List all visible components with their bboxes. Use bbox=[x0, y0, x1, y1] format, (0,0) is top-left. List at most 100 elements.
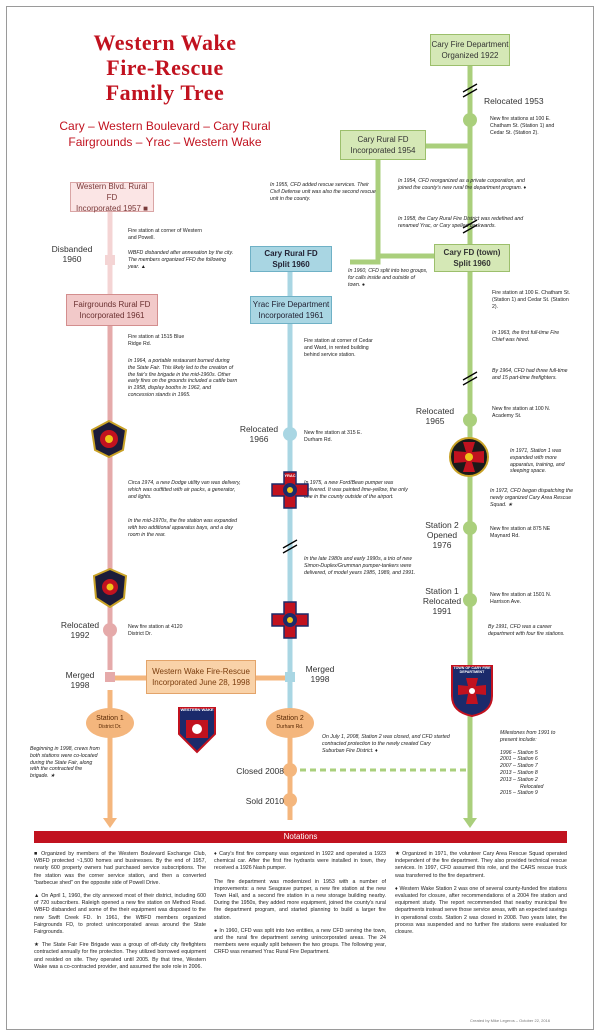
label-merged-left: Merged 1998 bbox=[65, 670, 95, 690]
square-disbanded-1960 bbox=[105, 255, 115, 265]
box-cary-fd-1922: Cary Fire Department Organized 1922 bbox=[430, 34, 510, 66]
yrac-badge-icon bbox=[271, 471, 309, 509]
page-title: Western Wake Fire-Rescue Family Tree bbox=[30, 30, 300, 105]
note-wbfd-disbanded: WBFD disbanded after annexation by the c… bbox=[128, 250, 234, 270]
box-cary-town-split-line1: Cary FD (town) bbox=[443, 248, 501, 257]
note-1998-colocated: Beginning in 1998, crews from both stati… bbox=[30, 746, 100, 780]
page-frame bbox=[6, 6, 594, 1030]
arrow-station1 bbox=[103, 818, 117, 828]
dot-relocated-1965 bbox=[463, 413, 477, 427]
label-relocated-1966: Relocated 1966 bbox=[239, 424, 279, 444]
note-1975-pumper: In 1975, a new Ford/Bean pumper was deli… bbox=[304, 480, 408, 500]
box-fairgrounds-1961: Fairgrounds Rural FD Incorporated 1961 bbox=[66, 294, 158, 326]
label-merged-right: Merged 1998 bbox=[305, 664, 335, 684]
note-1964-fair: In 1964, a portable restaurant burned du… bbox=[128, 358, 238, 398]
dot-relocated-1953 bbox=[463, 113, 477, 127]
label-disbanded-1960: Disbanded 1960 bbox=[51, 244, 93, 264]
label-relocated-1965: Relocated 1965 bbox=[415, 406, 455, 426]
box-cary-rural-1954-line2: Incorporated 1954 bbox=[350, 146, 416, 155]
notation-paragraph: ♦ Western Wake Station 2 was one of seve… bbox=[395, 885, 567, 936]
town-of-cary-badge-icon bbox=[451, 665, 493, 718]
notation-paragraph: ★ The State Fair Fire Brigade was a grou… bbox=[34, 942, 206, 970]
note-1980s-pumpers: In the late 1980s and early 1990s, a tri… bbox=[304, 556, 416, 576]
subtitle-line-1: Cary – Western Boulevard – Cary Rural bbox=[59, 119, 271, 133]
note-1991-station: New fire station at 1501 N. Harrison Ave… bbox=[490, 592, 552, 605]
note-2008-closed: On July 1, 2008, Station 2 was closed, a… bbox=[322, 734, 450, 754]
western-wake-badge-icon bbox=[178, 707, 216, 754]
note-1953-stations: New fire stations at 100 E. Chatham St. … bbox=[490, 116, 555, 136]
label-station2-opened-1976: Station 2 Opened 1976 bbox=[425, 520, 459, 550]
credit-line: Created by Mike Legeros – October 22, 20… bbox=[470, 1018, 551, 1023]
box-cary-rural-split-line2: Split 1960 bbox=[272, 260, 310, 269]
note-1966-station: New fire station at 315 E. Durham Rd. bbox=[304, 430, 362, 443]
box-cary-fd-line2: Organized 1922 bbox=[441, 51, 499, 60]
box-cary-rural-1954-line1: Cary Rural FD bbox=[357, 135, 409, 144]
dot-station2-1976 bbox=[463, 521, 477, 535]
milestone-item: 1996 – Station 5 bbox=[500, 749, 538, 756]
milestone-item: 2015 – Station 9 bbox=[500, 790, 538, 797]
note-1976-station: New fire station at 875 NE Maynard Rd. bbox=[490, 526, 551, 539]
station2-road: Durham Rd. bbox=[276, 724, 304, 730]
notations-column-2: ♦ Cary's first fire company was organize… bbox=[214, 851, 386, 963]
box-fairgrounds-line1: Fairgrounds Rural FD bbox=[73, 300, 151, 309]
box-cary-rural-split: Cary Rural FD Split 1960 bbox=[250, 246, 332, 272]
milestones-title: Milestones from 1991 to present include: bbox=[500, 730, 556, 743]
note-1963-chief: In 1963, the first full-time Fire Chief … bbox=[492, 330, 560, 343]
notation-paragraph: ♦ Cary's first fire company was organize… bbox=[214, 851, 386, 872]
label-relocated-1953: Relocated 1953 bbox=[484, 96, 544, 106]
label-sold-2010: Sold 2010 bbox=[245, 796, 284, 806]
box-cary-rural-split-line1: Cary Rural FD bbox=[264, 249, 318, 258]
box-western-blvd-1957: Western Blvd. Rural FD Incorporated 1957… bbox=[70, 182, 154, 213]
box-western-wake-1998: Western Wake Fire-Rescue Incorporated Ju… bbox=[146, 660, 256, 694]
note-1960-split: In 1960, CFD split into two groups, for … bbox=[348, 268, 428, 288]
note-1992-station: New fire station at 4120 District Dr. bbox=[128, 624, 183, 637]
title-line-3: Family Tree bbox=[105, 80, 225, 105]
notations-header: Notations bbox=[34, 831, 567, 843]
box-cary-town-split-line2: Split 1960 bbox=[453, 259, 491, 268]
box-yrac-1961: Yrac Fire Department Incorporated 1961 bbox=[250, 296, 332, 324]
milestone-item: 2013 – Station 8 bbox=[500, 769, 538, 776]
label-station1-relocated-1991: Station 1 Relocated 1991 bbox=[422, 586, 462, 616]
notation-paragraph: ★ Organized in 1971, the volunteer Cary … bbox=[395, 851, 567, 879]
note-1991-career: By 1991, CFD was a career department wit… bbox=[488, 624, 565, 637]
milestone-item: 2001 – Station 6 bbox=[500, 756, 538, 763]
note-1971-expanded: In 1971, Station 1 was expanded with mor… bbox=[510, 448, 565, 475]
note-fair-station: Fire station at 1515 Blue Ridge Rd. bbox=[128, 334, 185, 347]
milestone-item: Relocated bbox=[520, 783, 544, 790]
dot-station1-1991 bbox=[463, 593, 477, 607]
notations-column-1: ■ Organized by members of the Western Bo… bbox=[34, 851, 206, 977]
cary-maltese-badge-icon bbox=[449, 437, 489, 477]
note-yrac-station: Fire station at corner of Cedar and Ward… bbox=[304, 338, 373, 358]
box-cary-town-split: Cary FD (town) Split 1960 bbox=[434, 244, 510, 272]
dot-relocated-1992 bbox=[103, 623, 117, 637]
box-cary-fd-line1: Cary Fire Department bbox=[431, 40, 509, 49]
town-of-cary-badge-text: TOWN OF CARY FIRE DEPARTMENT bbox=[453, 666, 491, 674]
box-yrac-line2: Incorporated 1961 bbox=[258, 311, 324, 320]
notation-paragraph: The fire department was modernized in 19… bbox=[214, 878, 386, 921]
milestone-item: 2013 – Station 2 bbox=[500, 776, 538, 783]
note-1954-private: In 1954, CFD reorganized as a private co… bbox=[398, 178, 527, 191]
box-western-blvd-line2: Incorporated 1957 ■ bbox=[76, 203, 148, 213]
milestone-item: 2007 – Station 7 bbox=[500, 763, 538, 770]
box-fairgrounds-line2: Incorporated 1961 bbox=[79, 311, 145, 320]
square-merged-left bbox=[105, 672, 115, 682]
subtitle-line-2: Fairgrounds – Yrac – Western Wake bbox=[68, 135, 262, 149]
note-1965-station: New fire station at 100 N. Academy St. bbox=[492, 406, 551, 419]
milestones: Milestones from 1991 to present include:… bbox=[500, 730, 570, 797]
western-wake-badge-text: WESTERN WAKE bbox=[180, 707, 214, 712]
note-1964-cary: By 1964, CFD had three full-time and 15 … bbox=[492, 368, 568, 381]
notation-paragraph: ▲ On April 1, 1960, the city annexed mos… bbox=[34, 893, 206, 936]
note-1974-van: Circa 1974, a new Dodge utility van was … bbox=[128, 480, 241, 500]
oval-station1: Station 1 District Dr. bbox=[86, 708, 134, 738]
fairgrounds-badge-2-icon bbox=[92, 568, 128, 608]
station1-road: District Dr. bbox=[98, 724, 122, 730]
title-line-2: Fire-Rescue bbox=[106, 55, 224, 80]
note-mid1970s: In the mid-1970s, the fire station was e… bbox=[128, 518, 238, 538]
page-subtitle: Cary – Western Boulevard – Cary Rural Fa… bbox=[30, 118, 300, 150]
station2-name: Station 2 bbox=[276, 715, 304, 722]
label-closed-2008: Closed 2008 bbox=[236, 766, 284, 776]
note-1955-rescue: In 1955, CFD added rescue services. Thei… bbox=[270, 182, 376, 202]
square-merged-right bbox=[285, 672, 295, 682]
notation-paragraph: ● In 1960, CFD was split into two entiti… bbox=[214, 927, 386, 956]
dot-relocated-1966 bbox=[283, 427, 297, 441]
